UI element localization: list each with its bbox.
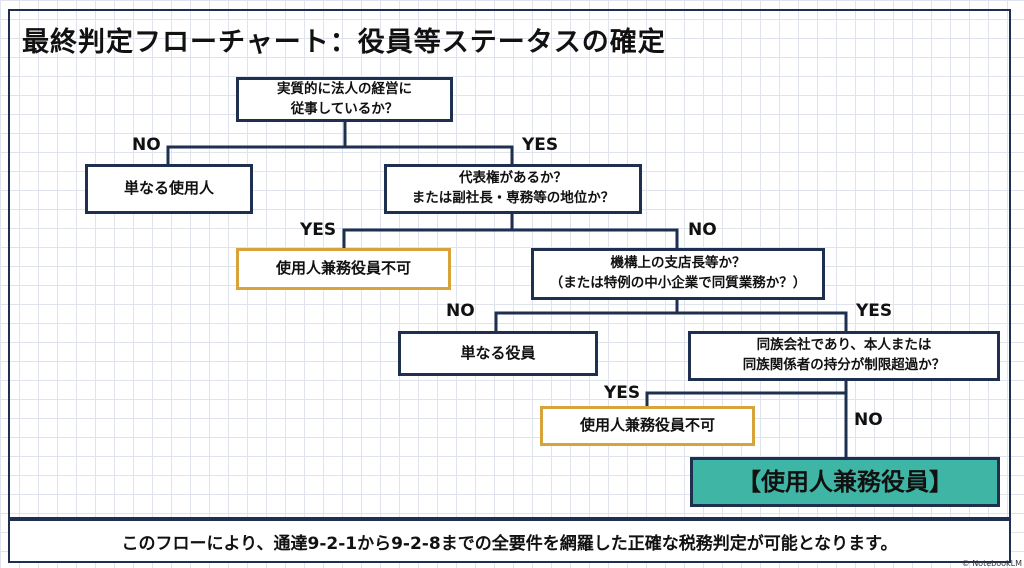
edge-label-q2-no: NO — [688, 220, 717, 240]
edge-label-q1-no: NO — [132, 135, 161, 155]
page-title: 最終判定フローチャート：役員等ステータスの確定 — [22, 27, 666, 58]
edge-label-q2-yes: YES — [300, 220, 337, 240]
connector-q4-yes — [645, 391, 846, 407]
connector-q3 — [494, 311, 848, 332]
question-text: 同族会社であり、本人または 同族関係者の持分が制限超過か？ — [742, 337, 946, 373]
connector-q1 — [166, 145, 514, 177]
question-box-branch-manager: 機構上の支店長等か？ （または特例の中小企業で同質業務か？） — [531, 248, 825, 300]
edge-label-q1-yes: YES — [522, 135, 559, 155]
result-text: 使用人兼務役員不可 — [579, 416, 715, 435]
footer-text: このフローにより、通達9-2-1から9-2-8までの全要件を網羅した正確な税務判… — [121, 533, 898, 554]
question-text: 機構上の支店長等か？ （または特例の中小企業で同質業務か？） — [549, 255, 807, 291]
result-text: 単なる使用人 — [123, 179, 214, 198]
result-box-final-concurrent-officer: 【使用人兼務役員】 — [690, 457, 1000, 507]
question-text: 代表権があるか？ または副社長・専務等の地位か？ — [411, 170, 615, 206]
edge-label-q3-yes: YES — [856, 301, 893, 321]
diagram-frame — [8, 9, 1011, 519]
result-box-simple-employee: 単なる使用人 — [85, 164, 253, 214]
edge-label-q4-yes: YES — [604, 383, 641, 403]
footer-note: このフローにより、通達9-2-1から9-2-8までの全要件を網羅した正確な税務判… — [8, 519, 1011, 563]
question-box-family-company: 同族会社であり、本人または 同族関係者の持分が制限超過か？ — [688, 331, 1000, 381]
result-text: 使用人兼務役員不可 — [275, 259, 411, 278]
question-box-representative: 代表権があるか？ または副社長・専務等の地位か？ — [384, 164, 642, 214]
question-text: 実質的に法人の経営に 従事しているか？ — [277, 80, 412, 117]
connector-q2 — [342, 228, 679, 250]
question-box-management: 実質的に法人の経営に 従事しているか？ — [236, 77, 453, 122]
result-box-simple-officer: 単なる役員 — [398, 331, 598, 376]
result-box-not-allowed-1: 使用人兼務役員不可 — [236, 248, 451, 290]
result-box-not-allowed-2: 使用人兼務役員不可 — [540, 406, 755, 446]
edge-label-q4-no: NO — [854, 410, 883, 430]
result-text: 単なる役員 — [460, 343, 536, 362]
credit-watermark: © NotebookLM — [961, 559, 1022, 568]
final-result-text: 【使用人兼務役員】 — [737, 467, 953, 496]
edge-label-q3-no: NO — [446, 301, 475, 321]
